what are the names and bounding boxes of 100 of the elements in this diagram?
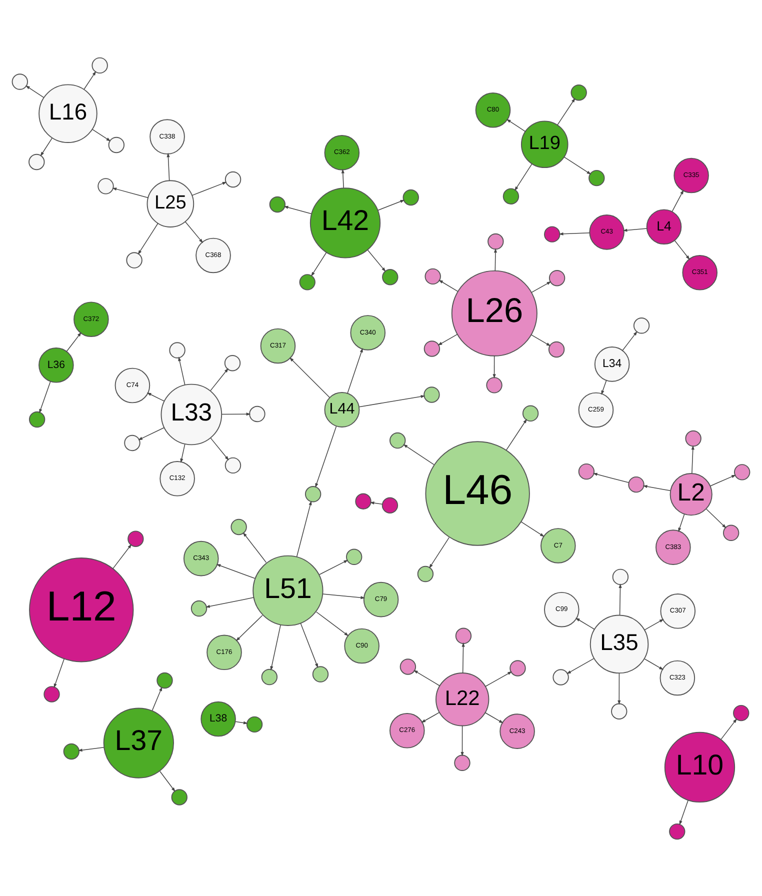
node-circle: [156, 672, 173, 688]
arrow: [622, 228, 648, 232]
node-circle: [552, 668, 569, 685]
node-circle: [611, 702, 628, 719]
node-circle: L51: [252, 554, 324, 626]
node-circle: [92, 56, 108, 74]
arrow: [531, 280, 552, 292]
node-circle: [224, 170, 242, 188]
arrow: [592, 472, 629, 482]
arrow: [506, 118, 526, 132]
node-circle: [402, 188, 419, 206]
arrow: [192, 181, 227, 196]
arrow: [289, 356, 330, 398]
arrow: [347, 347, 363, 394]
arrow: [166, 152, 170, 181]
node-circle: [12, 73, 28, 90]
node-circle: L35: [590, 614, 649, 674]
arrow: [403, 444, 434, 464]
node-circle: [633, 317, 650, 334]
node-circle: [544, 226, 560, 242]
arrow: [618, 672, 621, 704]
node-circle: L16: [38, 84, 98, 142]
arrow: [564, 156, 592, 174]
arrow: [112, 544, 132, 568]
arrow: [674, 240, 690, 260]
node-circle: [304, 486, 322, 502]
node-circle: [169, 342, 186, 358]
arrow: [296, 500, 312, 556]
arrow: [618, 583, 622, 615]
arrow: [270, 624, 281, 670]
arrow: [492, 355, 496, 378]
arrow: [180, 443, 186, 462]
node-circle: [44, 686, 60, 702]
arrow: [205, 596, 254, 608]
arrow: [138, 426, 164, 440]
node-circle: [63, 742, 80, 760]
node-circle: [190, 600, 208, 616]
node-circle: [299, 274, 316, 290]
node-circle: [486, 376, 502, 393]
node-circle: [382, 496, 398, 513]
node-circle: L38: [200, 700, 236, 736]
node-circle: L33: [160, 383, 222, 445]
node-circle: [171, 788, 188, 805]
arrow: [152, 686, 162, 710]
node-circle: L12: [29, 557, 134, 662]
arrow: [160, 770, 176, 792]
node-circle: [98, 178, 114, 194]
arrow: [300, 622, 318, 668]
arrow: [242, 532, 267, 562]
node-circle: [570, 84, 587, 100]
arrow: [566, 658, 594, 674]
arrow: [460, 725, 464, 756]
arrow: [506, 418, 527, 450]
node-circle: [346, 548, 362, 564]
arrow: [54, 658, 65, 688]
node-circle: [126, 252, 142, 268]
arrow: [672, 189, 684, 212]
arrow: [210, 368, 228, 390]
arrow: [484, 712, 504, 723]
node-circle: [224, 354, 241, 371]
arrow: [706, 508, 726, 528]
node-circle: L10: [664, 731, 736, 802]
arrow: [710, 474, 736, 486]
arrow: [26, 84, 44, 98]
arrow: [622, 330, 638, 350]
node-circle: L42: [310, 187, 381, 258]
node-circle: [734, 464, 750, 480]
arrow: [311, 252, 327, 276]
node-circle: [588, 169, 605, 186]
arrow: [414, 670, 440, 686]
arrow: [530, 334, 551, 346]
node-circle: [382, 268, 398, 285]
node-circle: [424, 386, 440, 402]
node-circle: [249, 405, 266, 422]
node-circle: [28, 153, 45, 170]
node-circle: [455, 627, 472, 644]
arrow: [514, 162, 532, 190]
node-circle: [669, 822, 686, 840]
node-circle: [522, 404, 539, 422]
node-circle: [733, 704, 750, 721]
arrow: [112, 187, 149, 198]
node-circle: [246, 716, 263, 732]
arrow: [679, 800, 688, 825]
arrow: [575, 617, 595, 629]
node-circle: L2: [670, 472, 712, 516]
node-circle: [628, 476, 644, 492]
arrow: [378, 199, 405, 210]
node-circle: [355, 492, 372, 509]
node-circle: [230, 518, 247, 535]
arrow: [78, 746, 104, 752]
arrow: [367, 249, 386, 272]
node-circle: L4: [646, 208, 682, 244]
node-circle: L25: [146, 180, 194, 227]
node-circle: L22: [436, 672, 490, 726]
arrow: [438, 279, 458, 292]
arrow: [316, 611, 349, 636]
node-circle: [612, 568, 629, 585]
arrow: [315, 426, 337, 488]
arrow: [462, 642, 465, 673]
arrow: [429, 536, 450, 568]
